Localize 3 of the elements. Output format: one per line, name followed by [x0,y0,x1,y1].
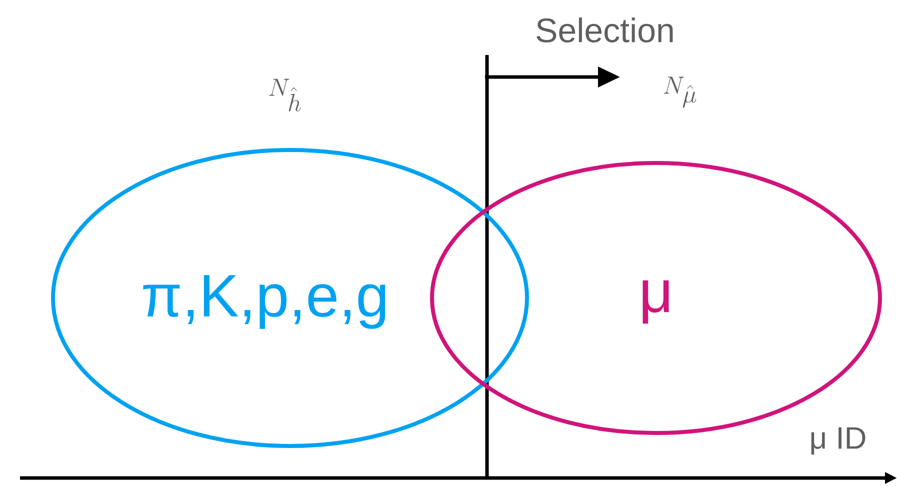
selection-label: Selection [536,18,673,42]
count-symbol: $N_{\hat{\mu}}$ [664,76,696,108]
count-symbol: $N_{\hat{h}}$ [269,78,301,112]
